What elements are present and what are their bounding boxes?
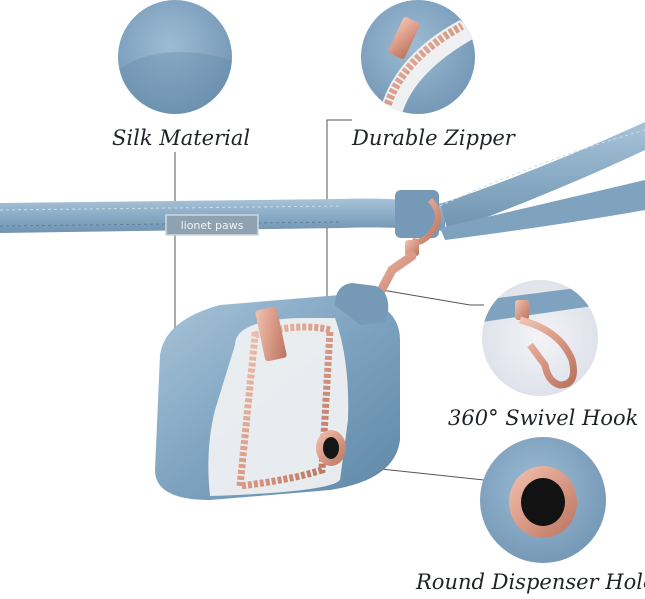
detail-circle-hook <box>482 280 598 396</box>
detail-circle-silk <box>118 0 232 114</box>
feature-label-hole: Round Dispenser Hole <box>416 570 645 594</box>
bag-holder <box>155 283 400 500</box>
detail-circle-zipper <box>361 0 475 114</box>
leash-strap <box>0 122 645 240</box>
detail-circle-hole <box>480 437 606 563</box>
feature-label-zipper: Durable Zipper <box>352 126 515 150</box>
brand-tag: lionet paws <box>165 214 259 236</box>
feature-label-silk: Silk Material <box>112 126 251 150</box>
brand-logo: lionet paws <box>181 219 244 232</box>
feature-label-hook: 360° Swivel Hook <box>448 406 639 430</box>
